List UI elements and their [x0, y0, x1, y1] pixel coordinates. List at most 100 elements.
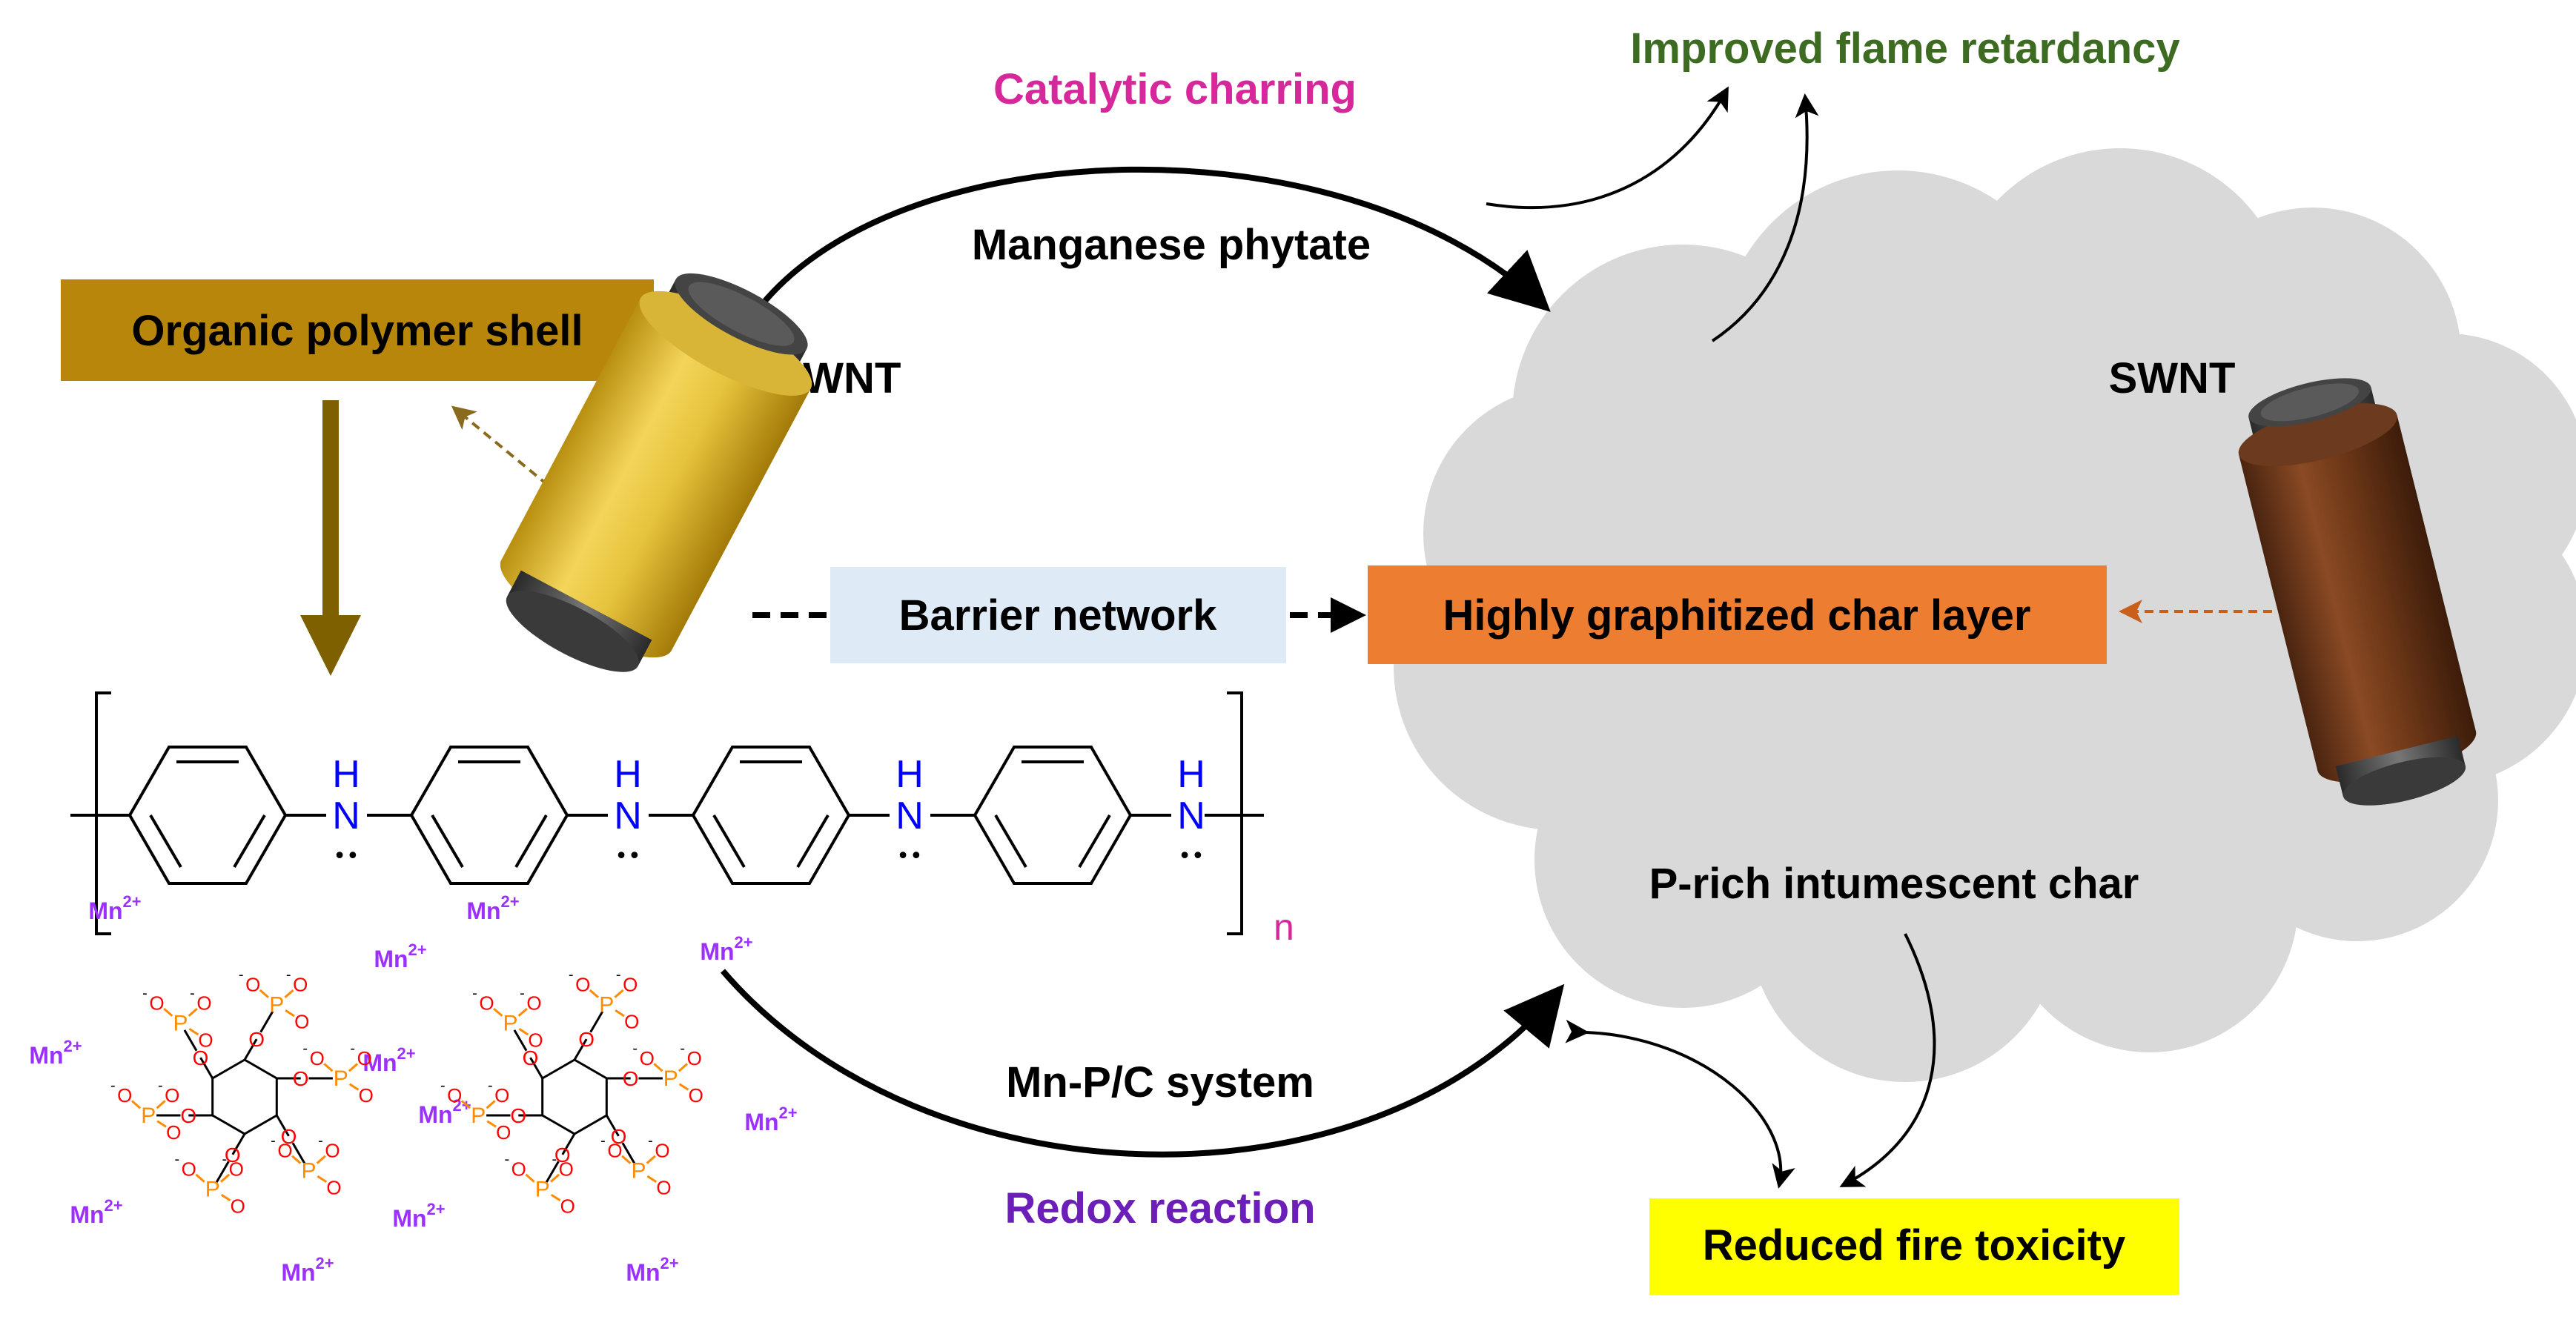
swnt-brown-cylinder: [2238, 378, 2477, 806]
flame-arrow-1: [1486, 86, 1729, 210]
negative-charge: -: [318, 1132, 323, 1149]
swnt-to-shell-arrow: [451, 405, 572, 505]
toxicity-arrow-left: [1565, 1019, 1795, 1189]
svg-text:H: H: [614, 753, 642, 796]
negative-charge: -: [520, 986, 525, 1002]
negative-charge: -: [648, 1132, 653, 1149]
oxygen-atom: O: [559, 1158, 574, 1180]
negative-charge: -: [488, 1078, 493, 1094]
oxygen-atom: O: [359, 1084, 374, 1106]
negative-charge: -: [158, 1078, 163, 1094]
svg-text:Mn2+: Mn2+: [466, 892, 519, 924]
oxygen-atom: O: [229, 1158, 244, 1180]
oxygen-atom: O: [523, 1046, 539, 1069]
benzene-ring-2: [409, 746, 569, 885]
reduced-fire-toxicity-box: Reduced fire toxicity: [1649, 1198, 2179, 1295]
mn-ion: Mn2+: [626, 1254, 678, 1286]
phosphorus-atom: P: [503, 1012, 517, 1036]
oxygen-atom: O: [277, 1139, 292, 1161]
svg-text:Mn2+: Mn2+: [744, 1104, 797, 1135]
phosphorus-atom: P: [471, 1104, 486, 1128]
mn-ion: Mn2+: [281, 1254, 334, 1286]
mn-pc-system-label: Mn-P/C system: [1006, 1058, 1314, 1106]
p-rich-char-label: P-rich intumescent char: [1649, 860, 2139, 908]
oxygen-atom: O: [193, 1046, 209, 1069]
oxygen-atom: O: [511, 1158, 526, 1180]
oxygen-atom: O: [196, 992, 211, 1015]
svg-text:••: ••: [615, 843, 640, 869]
oxygen-atom: O: [294, 1011, 309, 1033]
catalytic-charring-label: Catalytic charring: [993, 65, 1357, 113]
oxygen-atom: O: [624, 1011, 639, 1033]
oxygen-atom: O: [149, 992, 164, 1015]
negative-charge: -: [600, 1132, 606, 1149]
mn-ion: Mn2+: [29, 1037, 82, 1069]
svg-text:Mn2+: Mn2+: [88, 892, 141, 924]
negative-charge: -: [174, 1151, 179, 1167]
oxygen-atom: O: [623, 974, 638, 996]
polyaniline-chain: [70, 691, 1264, 935]
improved-flame-retardancy-label: Improved flame retardancy: [1630, 24, 2179, 73]
char-layer-box: Highly graphitized char layer: [1368, 565, 2107, 664]
oxygen-atom: O: [182, 1158, 196, 1180]
redox-reaction-label: Redox reaction: [1005, 1184, 1316, 1232]
benzene-ring-4: [973, 746, 1133, 885]
nh-group-1: H N ••: [332, 753, 360, 869]
benzene-ring-3: [691, 746, 851, 885]
oxygen-atom: O: [656, 1176, 671, 1198]
oxygen-atom: O: [326, 1176, 341, 1198]
svg-text:Mn2+: Mn2+: [281, 1254, 334, 1286]
svg-text:H: H: [1177, 753, 1205, 796]
oxygen-atom: O: [198, 1029, 213, 1052]
svg-text:••: ••: [896, 843, 922, 869]
svg-text:Mn2+: Mn2+: [700, 933, 752, 965]
negative-charge: -: [504, 1151, 509, 1167]
svg-text:N: N: [1177, 794, 1205, 837]
mn-ion: Mn2+: [744, 1104, 797, 1135]
reduced-fire-toxicity-label: Reduced fire toxicity: [1703, 1221, 2125, 1270]
negative-charge: -: [222, 1151, 227, 1167]
shell-down-arrow: [300, 400, 361, 676]
oxygen-atom: O: [293, 1067, 309, 1090]
phosphorus-atom: P: [535, 1177, 550, 1201]
swnt-right-label: SWNT: [2109, 354, 2236, 402]
phosphorus-atom: P: [301, 1158, 316, 1183]
oxygen-atom: O: [248, 1028, 265, 1051]
oxygen-atom: O: [357, 1047, 372, 1069]
negative-charge: -: [440, 1078, 446, 1094]
mn-ion: Mn2+: [70, 1196, 122, 1228]
oxygen-atom: O: [117, 1084, 132, 1106]
oxygen-atom: O: [578, 1028, 595, 1051]
nh-group-3: H N ••: [895, 753, 924, 869]
oxygen-atom: O: [623, 1067, 639, 1090]
phosphorus-atom: P: [334, 1066, 348, 1091]
mn-ions: Mn2+Mn2+Mn2+Mn2+Mn2+Mn2+Mn2+Mn2+Mn2+Mn2+…: [29, 892, 797, 1286]
negative-charge: -: [239, 967, 244, 983]
mn-ion: Mn2+: [374, 940, 426, 972]
svg-text:Mn2+: Mn2+: [374, 940, 426, 972]
svg-text:••: ••: [333, 843, 359, 869]
oxygen-atom: O: [528, 1029, 543, 1052]
oxygen-atom: O: [281, 1125, 297, 1148]
negative-charge: -: [632, 1041, 638, 1057]
svg-text:N: N: [895, 794, 924, 837]
negative-charge: -: [302, 1041, 308, 1057]
oxygen-atom: O: [687, 1047, 702, 1069]
oxygen-atom: O: [245, 974, 260, 996]
oxygen-atom: O: [526, 992, 541, 1015]
phosphorus-atom: P: [631, 1158, 646, 1183]
phosphorus-atom: P: [205, 1177, 220, 1201]
negative-charge: -: [680, 1041, 685, 1057]
oxygen-atom: O: [510, 1104, 526, 1127]
nh-group-2: H N ••: [614, 753, 642, 869]
negative-charge: -: [350, 1041, 355, 1057]
oxygen-atom: O: [611, 1125, 627, 1148]
negative-charge: -: [569, 967, 574, 983]
mn-ion: Mn2+: [700, 933, 752, 965]
organic-polymer-shell-box: Organic polymer shell: [61, 279, 654, 381]
negative-charge: -: [142, 986, 148, 1002]
oxygen-atom: O: [560, 1195, 575, 1217]
